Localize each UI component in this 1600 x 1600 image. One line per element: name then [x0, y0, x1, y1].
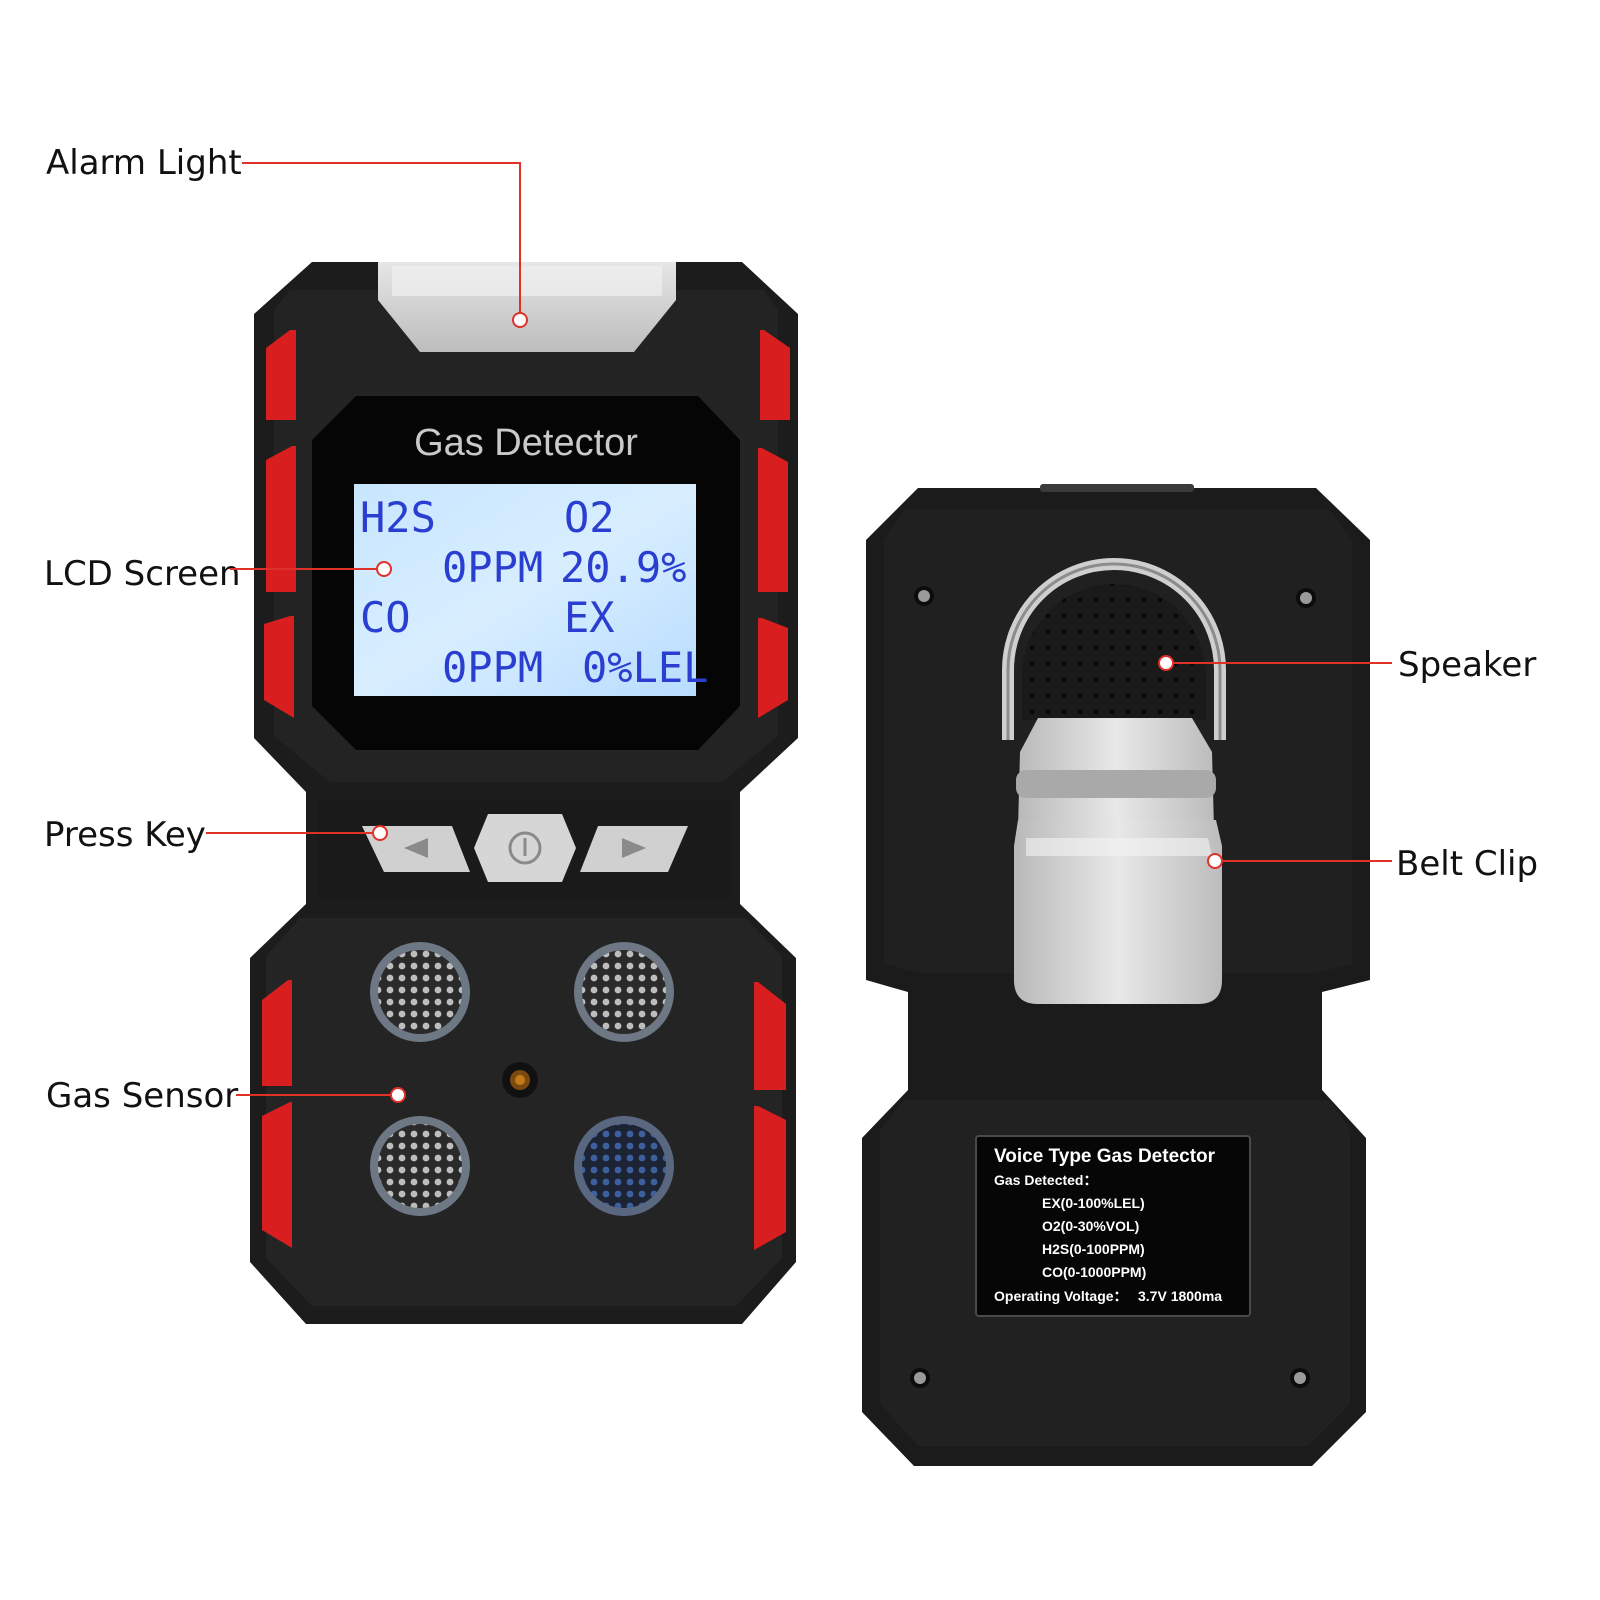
callout-dot-gas-sensor — [390, 1087, 406, 1103]
lcd-o2-value: 20.9% — [560, 543, 686, 592]
spec-gas-o2: O2(0-30%VOL) — [1042, 1218, 1139, 1234]
callout-lcd-screen: LCD Screen — [44, 554, 241, 594]
lcd-co-value: 0PPM — [442, 643, 543, 692]
red-accent-left-1 — [266, 330, 296, 420]
callout-speaker: Speaker — [1398, 645, 1537, 685]
lcd-ex-label: EX — [564, 593, 615, 642]
red-accent-left-2 — [266, 446, 296, 592]
power-icon — [508, 831, 542, 865]
back-device: Voice Type Gas Detector Gas Detected： EX… — [862, 484, 1370, 1466]
spec-label — [975, 1135, 1251, 1317]
callout-line-alarm-light — [242, 162, 521, 314]
lcd-screen — [354, 484, 696, 696]
right-arrow-icon — [622, 838, 646, 858]
lcd-o2-label: O2 — [564, 493, 615, 542]
callout-alarm-light: Alarm Light — [46, 143, 242, 183]
belt-clip — [1002, 558, 1226, 1004]
callout-dot-press-key — [372, 825, 388, 841]
lcd-ex-value: 0%LEL — [582, 643, 708, 692]
red-accent-left-3 — [264, 616, 294, 718]
spec-label-title: Voice Type Gas Detector — [994, 1146, 1216, 1167]
red-accent-right-4 — [754, 982, 786, 1090]
spec-gas-ex: EX(0-100%LEL) — [1042, 1195, 1145, 1211]
spec-voltage-value: 3.7V 1800ma — [1138, 1288, 1222, 1304]
front-title: Gas Detector — [414, 422, 638, 464]
gas-sensor-4 — [574, 1116, 674, 1216]
spec-gas-h2s: H2S(0-100PPM) — [1042, 1241, 1145, 1257]
screw-bottom-left — [910, 1368, 930, 1388]
callout-dots — [372, 312, 1223, 1103]
gas-sensor-1 — [370, 942, 470, 1042]
indicator-led — [502, 1062, 538, 1098]
lcd-h2s-label: H2S — [360, 493, 436, 542]
callout-press-key: Press Key — [44, 815, 206, 855]
screw-top-left — [914, 586, 934, 606]
red-accent-right-5 — [754, 1106, 786, 1250]
spec-voltage-label: Operating Voltage： — [994, 1288, 1128, 1304]
callout-dot-lcd-screen — [376, 561, 392, 577]
lcd-co-label: CO — [360, 593, 411, 642]
red-accent-left-5 — [262, 1102, 292, 1248]
left-key[interactable] — [362, 826, 470, 872]
screw-bottom-right — [1290, 1368, 1310, 1388]
left-arrow-icon — [404, 838, 428, 858]
speaker-grille — [1022, 584, 1206, 720]
spec-gas-detected: Gas Detected： — [994, 1172, 1097, 1188]
callout-gas-sensor: Gas Sensor — [46, 1076, 239, 1116]
right-key[interactable] — [580, 826, 688, 872]
callout-dot-speaker — [1158, 655, 1174, 671]
callout-dot-belt-clip — [1207, 853, 1223, 869]
callout-belt-clip: Belt Clip — [1396, 844, 1539, 884]
gas-sensor-2 — [574, 942, 674, 1042]
red-accent-left-4 — [262, 980, 292, 1086]
spec-gas-co: CO(0-1000PPM) — [1042, 1264, 1146, 1280]
front-device: Gas Detector H2S O2 0PPM 20.9% CO EX 0PP… — [250, 262, 798, 1324]
red-accent-right-1 — [760, 330, 790, 420]
red-accent-right-2 — [758, 448, 788, 592]
gas-sensor-3 — [370, 1116, 470, 1216]
screw-top-right — [1296, 588, 1316, 608]
red-accent-right-3 — [758, 618, 788, 718]
lcd-h2s-value: 0PPM — [442, 543, 543, 592]
callout-lines — [206, 162, 1392, 1096]
callout-dot-alarm-light — [512, 312, 528, 328]
power-key[interactable] — [474, 814, 576, 882]
